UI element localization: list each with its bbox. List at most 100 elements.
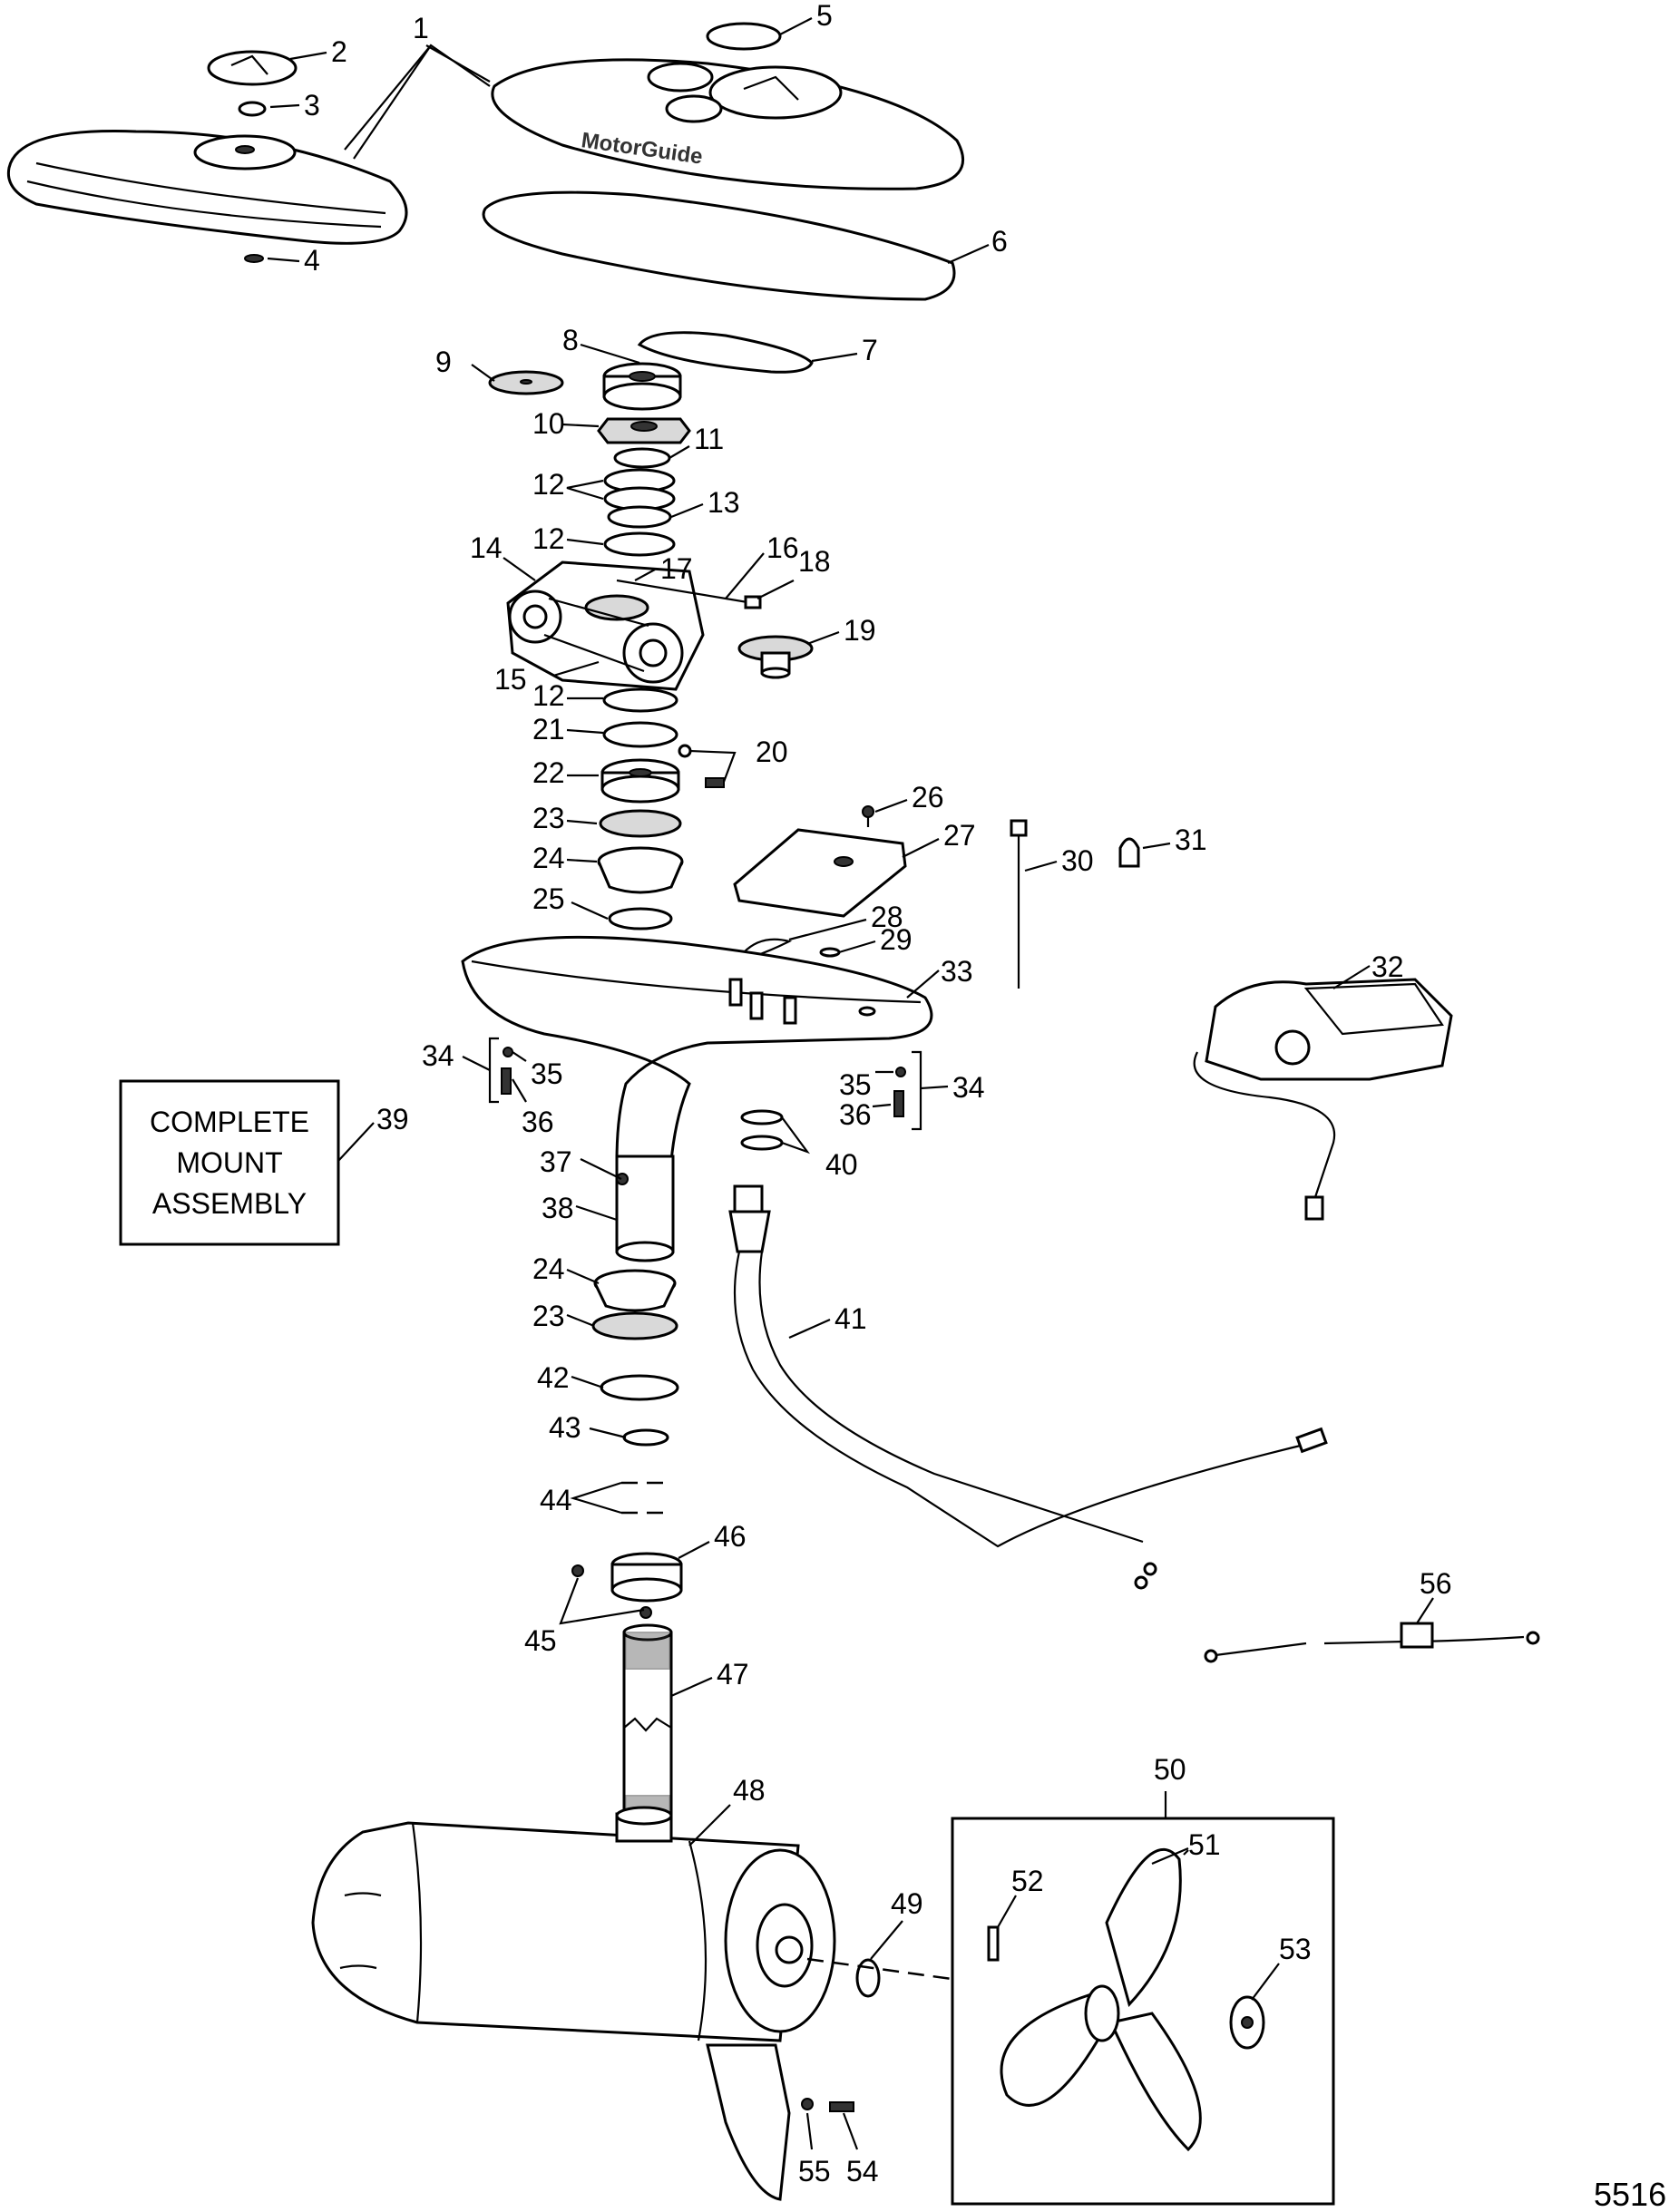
part-47-tube — [622, 1623, 673, 1834]
part-22-collar — [600, 758, 680, 804]
part-12-thrust-washer-c — [603, 531, 676, 557]
callout-47: 47 — [717, 1658, 749, 1691]
part-4-washer — [244, 254, 264, 263]
part-25-washer — [608, 907, 673, 931]
complete-mount-assembly-box: COMPLETE MOUNT ASSEMBLY — [119, 1079, 340, 1246]
part-21-ring — [602, 721, 678, 748]
callout-56: 56 — [1420, 1567, 1452, 1600]
part-33-mount-base — [461, 935, 933, 1163]
part-54-bolt — [829, 2101, 854, 2112]
callout-34a: 34 — [422, 1039, 454, 1072]
callout-15: 15 — [494, 663, 527, 696]
part-48-motor-housing — [311, 1806, 836, 2201]
part-14-steering-housing — [506, 560, 705, 691]
callout-50: 50 — [1154, 1753, 1186, 1786]
box-line-2: MOUNT — [176, 1146, 282, 1179]
callout-35a: 35 — [531, 1057, 563, 1090]
callout-3: 3 — [304, 89, 320, 122]
part-52-pin — [987, 1925, 1000, 1962]
callout-25: 25 — [532, 882, 565, 915]
part-7-seal — [637, 331, 814, 374]
part-31-plug — [1118, 837, 1140, 868]
callout-12b: 12 — [532, 522, 565, 555]
part-1-head-cover-bottom-view — [6, 130, 408, 245]
part-40-oring-a — [740, 1109, 784, 1125]
part-42-washer — [600, 1374, 679, 1401]
callout-27: 27 — [943, 819, 976, 852]
callout-7: 7 — [862, 334, 878, 366]
part-10-hex-nut — [597, 417, 691, 444]
callout-18: 18 — [798, 545, 831, 578]
part-28-clip — [743, 938, 793, 959]
callout-40: 40 — [825, 1148, 858, 1181]
part-32-foot-pedal — [1193, 978, 1453, 1221]
leader-lines — [267, 17, 1434, 2150]
callout-29: 29 — [880, 923, 913, 956]
callout-35b: 35 — [839, 1068, 872, 1101]
callout-13: 13 — [708, 486, 740, 519]
part-46-collar — [610, 1552, 683, 1603]
part-41-power-cable — [728, 1184, 1328, 1590]
part-8-drive-gear — [602, 362, 682, 411]
part-23-bearing-upper — [599, 809, 682, 838]
callout-53: 53 — [1279, 1933, 1312, 1965]
callout-20: 20 — [756, 736, 788, 768]
part-9-gear — [488, 370, 564, 395]
callout-4: 4 — [304, 244, 320, 277]
part-24-race-upper — [597, 846, 684, 894]
part-13-washer — [607, 505, 672, 529]
callout-28: 28 — [871, 901, 903, 933]
callout-32: 32 — [1371, 950, 1404, 983]
callout-55: 55 — [798, 2155, 831, 2188]
callout-34b: 34 — [952, 1071, 985, 1104]
callout-21: 21 — [532, 713, 565, 745]
callout-12a: 12 — [532, 468, 565, 501]
callout-5: 5 — [816, 0, 833, 32]
callout-11: 11 — [694, 423, 724, 455]
callout-49: 49 — [891, 1887, 923, 1920]
part-1-head-cover-top: MotorGuide — [491, 58, 965, 190]
part-38-shaft — [615, 1155, 675, 1262]
part-16-cable — [616, 579, 762, 609]
callout-17: 17 — [660, 552, 693, 585]
part-55-washer — [801, 2098, 814, 2110]
part-27-bracket — [733, 828, 907, 918]
callout-36b: 36 — [839, 1098, 872, 1131]
part-29-oring — [819, 947, 841, 958]
callout-43: 43 — [549, 1411, 581, 1444]
part-34-screw-kit-left — [488, 1037, 513, 1104]
callout-16: 16 — [766, 531, 799, 564]
callout-42: 42 — [537, 1361, 570, 1394]
callout-44: 44 — [540, 1484, 572, 1516]
part-2-cap — [207, 50, 298, 86]
callout-24a: 24 — [532, 842, 565, 874]
callout-51: 51 — [1188, 1828, 1221, 1861]
callout-45: 45 — [524, 1624, 557, 1657]
callout-12c: 12 — [532, 679, 565, 712]
part-56-fuse-harness — [1204, 1622, 1540, 1663]
part-6-gasket — [482, 190, 956, 301]
part-44-springs — [621, 1481, 671, 1515]
part-23-bearing-lower — [591, 1311, 678, 1340]
callout-6: 6 — [991, 225, 1008, 258]
callout-9: 9 — [435, 346, 452, 378]
callout-39: 39 — [376, 1103, 409, 1135]
callout-2: 2 — [331, 35, 347, 68]
callout-33: 33 — [941, 955, 973, 988]
part-3-nut — [238, 101, 267, 117]
part-19-knob — [737, 635, 814, 679]
part-51-propeller — [1000, 1848, 1202, 2152]
callout-23a: 23 — [532, 802, 565, 834]
figure-number: 5516 — [1594, 2176, 1666, 2212]
part-34-screw-kit-right — [893, 1050, 922, 1131]
callout-8: 8 — [562, 324, 579, 356]
part-12-thrust-washer-d — [602, 687, 678, 713]
callout-14: 14 — [470, 531, 503, 564]
box-line-1: COMPLETE — [150, 1106, 309, 1138]
part-40-oring-b — [740, 1135, 784, 1151]
callout-31: 31 — [1175, 823, 1207, 856]
part-26-screw — [862, 805, 874, 827]
part-53-prop-nut — [1229, 1995, 1265, 2050]
callout-36a: 36 — [522, 1106, 554, 1138]
